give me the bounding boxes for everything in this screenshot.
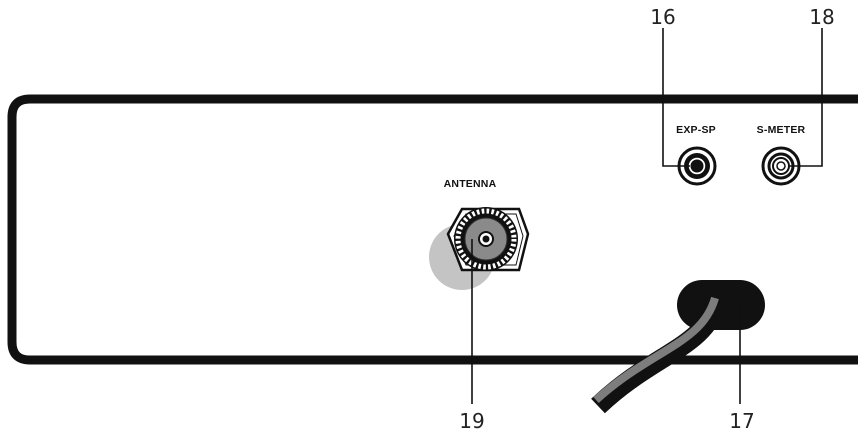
- leader-line-18: [790, 28, 823, 167]
- callout-16: 16: [650, 5, 675, 29]
- antenna-connector: [429, 207, 530, 290]
- leader-line-16: [662, 28, 690, 167]
- cable-grommet: [591, 280, 765, 414]
- antenna-label: ANTENNA: [444, 178, 497, 190]
- exp-sp-label: EXP-SP: [676, 124, 716, 136]
- callout-18: 18: [809, 5, 834, 29]
- callout-19: 19: [459, 409, 484, 433]
- s-meter-jack: [761, 146, 801, 186]
- leader-lines: [471, 28, 823, 404]
- callout-17: 17: [729, 409, 754, 433]
- rear-panel-housing: [7, 94, 858, 365]
- s-meter-label: S-METER: [757, 124, 806, 136]
- exp-sp-jack: [677, 146, 717, 186]
